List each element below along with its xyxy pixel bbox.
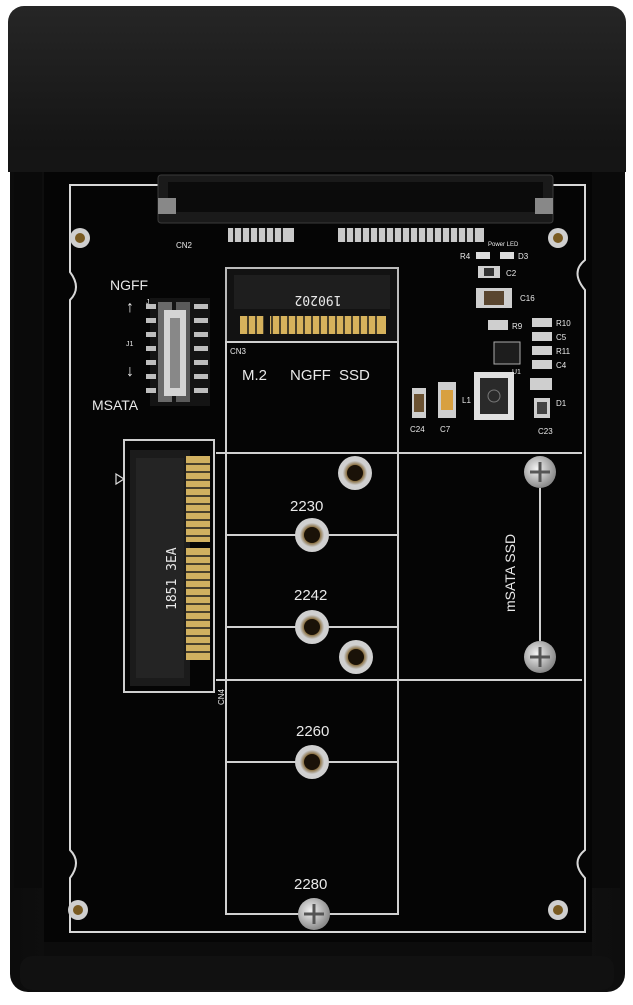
msata-socket: 1851 3EA (123, 439, 215, 693)
u1-label: U1 (512, 369, 521, 376)
enclosure-top-cap (8, 6, 626, 168)
u1-chip (493, 341, 521, 365)
c2-label: C2 (506, 269, 517, 278)
cn2-label: CN2 (176, 241, 193, 250)
cn3-label: CN3 (230, 347, 247, 356)
length-label-2242: 2242 (294, 587, 327, 604)
standoff-hole (295, 518, 329, 552)
c23-label: C23 (538, 427, 553, 436)
j2-label: J2 (146, 299, 154, 306)
screw-icon (298, 898, 330, 930)
c7-label: C7 (440, 425, 451, 434)
arrow-down-icon: ↓ (126, 363, 134, 380)
arrow-up-icon: ↑ (126, 299, 134, 316)
length-label-2230: 2230 (290, 498, 323, 515)
ngff-jumper-label: NGFF (110, 277, 148, 293)
msata-jumper-label: MSATA (92, 397, 139, 413)
screw-icon (524, 641, 556, 673)
mounting-hole (548, 900, 568, 920)
sata-connector (157, 174, 554, 242)
cn4-label: CN4 (217, 688, 226, 705)
mounting-hole (548, 228, 568, 248)
jumper-header (146, 298, 210, 406)
c16-label: C16 (520, 294, 535, 303)
r9-label: R9 (512, 322, 523, 331)
socket-code-top: 190202 (295, 292, 342, 307)
screw-icon (524, 456, 556, 488)
socket-code-side: 1851 3EA (165, 547, 180, 610)
triangle-icon (115, 472, 126, 486)
length-label-2260: 2260 (296, 723, 329, 740)
pcb-outline (69, 184, 586, 933)
standoff-hole (295, 610, 329, 644)
length-label-2280: 2280 (294, 876, 327, 893)
d3-label: D3 (518, 252, 529, 261)
r11-label: R11 (556, 347, 571, 356)
r4-label: R4 (460, 252, 471, 261)
c4-label: C4 (556, 361, 567, 370)
mounting-hole (68, 900, 88, 920)
mounting-hole (70, 228, 90, 248)
m2-label: M.2 (242, 367, 267, 384)
l1-label: L1 (462, 396, 471, 405)
d1-label: D1 (556, 399, 567, 408)
msata-ssd-label: mSATA SSD (502, 534, 518, 612)
standoff-hole (339, 640, 373, 674)
standoff-hole (295, 745, 329, 779)
standoff-hole (338, 456, 372, 490)
ngff-ssd-label: NGFF SSD (290, 367, 370, 384)
c5-label: C5 (556, 333, 567, 342)
r10-label: R10 (556, 319, 571, 328)
c24-label: C24 (410, 425, 425, 434)
m2-ngff-socket: 190202 (225, 267, 399, 343)
power-led-label: Power LED (488, 242, 519, 248)
j1-label: J1 (126, 341, 134, 348)
